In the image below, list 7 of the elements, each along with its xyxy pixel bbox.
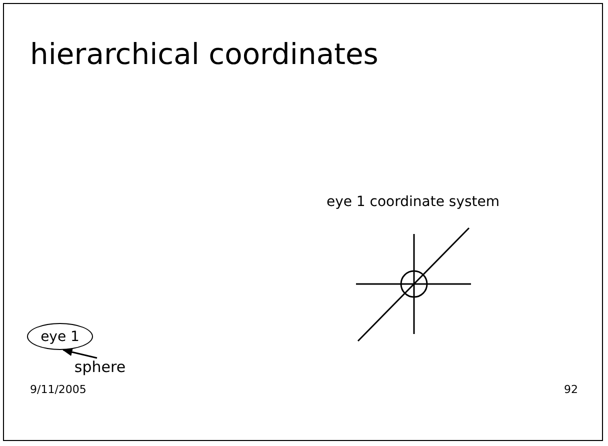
slide-title: hierarchical coordinates: [30, 37, 378, 71]
page-number: 92: [564, 383, 578, 396]
arrow: [62, 348, 98, 359]
node-text: sphere: [70, 356, 130, 378]
axis-caption: eye 1 coordinate system: [326, 194, 500, 210]
date-footer: 9/11/2005: [30, 383, 86, 396]
ellipse-node: eye 1: [27, 323, 93, 350]
